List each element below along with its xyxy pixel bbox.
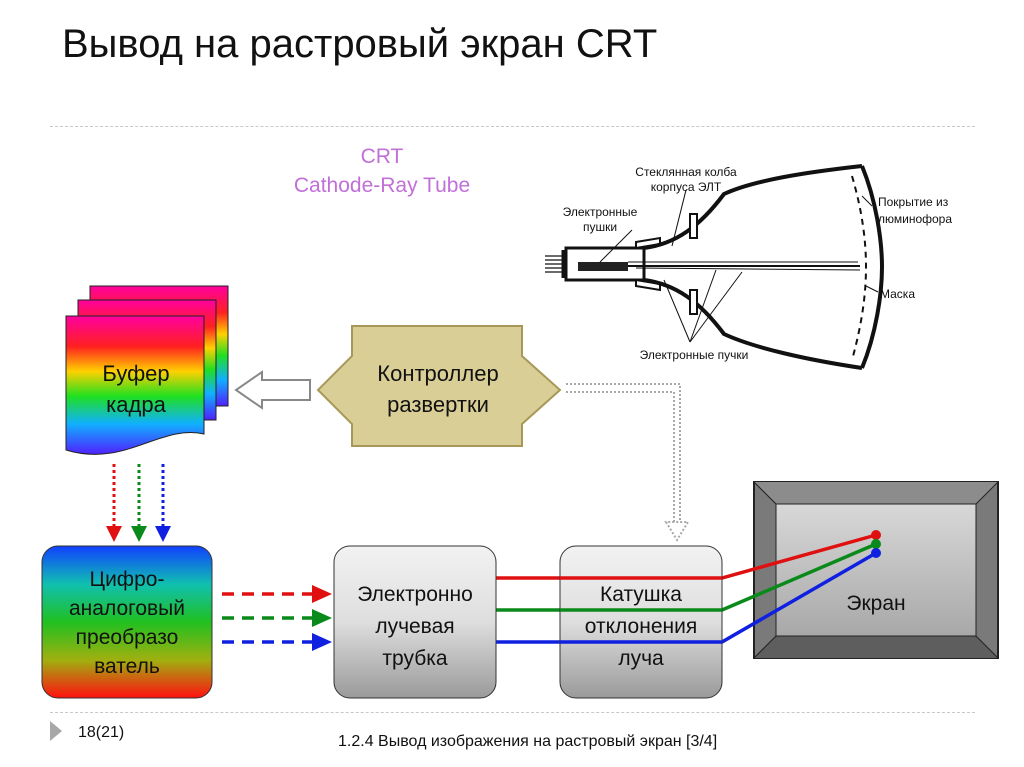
crt-heading-full: Cathode-Ray Tube xyxy=(293,174,471,197)
tube-leaders xyxy=(599,189,879,343)
tube-block: Электронно лучевая трубка xyxy=(333,545,497,699)
tube-label-3: трубка xyxy=(382,647,447,670)
dac-to-tube-arrows xyxy=(222,585,332,651)
crt-heading-abbr: CRT xyxy=(360,145,404,168)
label-coating-2: люминофора xyxy=(878,212,952,226)
dac-block: Цифро- аналоговый преобразо ватель xyxy=(41,545,213,699)
tube-label-2: лучевая xyxy=(375,615,454,638)
coil-label-2: отклонения xyxy=(585,615,697,638)
controller-to-coil-path xyxy=(566,383,690,542)
coil-label-1: Катушка xyxy=(600,583,682,606)
controller-to-buffer-arrow xyxy=(234,370,311,410)
red-beam-dot xyxy=(871,530,881,540)
page-counter: 18(21) xyxy=(78,724,125,741)
label-coating-1: Покрытие из xyxy=(878,195,949,209)
coil-block: Катушка отклонения луча xyxy=(559,545,723,699)
green-beam-dot xyxy=(871,539,881,549)
bottom-divider xyxy=(50,712,975,713)
dac-label-4: ватель xyxy=(94,655,160,678)
blue-beam-dot xyxy=(871,548,881,558)
label-guns-2: пушки xyxy=(583,220,617,234)
label-mask: Маска xyxy=(880,287,915,301)
frame-buffer-label-2: кадра xyxy=(106,392,166,417)
dac-label-2: аналоговый xyxy=(69,597,185,620)
electron-gun xyxy=(578,262,628,271)
dac-label-1: Цифро- xyxy=(90,568,165,591)
dac-label-3: преобразо xyxy=(76,626,179,649)
controller-label-2: развертки xyxy=(387,392,489,417)
crt-tube-drawing: Стеклянная колба корпуса ЭЛТ Электронные… xyxy=(545,164,952,370)
frame-buffer-label-1: Буфер xyxy=(102,361,169,386)
section-caption: 1.2.4 Вывод изображения на растровый экр… xyxy=(338,733,718,750)
crt-heading: CRT Cathode-Ray Tube xyxy=(262,142,502,200)
controller-label-1: Контроллер xyxy=(377,361,498,386)
screen-block: Экран xyxy=(753,481,999,659)
label-glass-1: Стеклянная колба xyxy=(635,165,737,179)
coil-label-3: луча xyxy=(618,647,664,670)
controller-block: Контроллер развертки xyxy=(316,325,562,447)
triangle-right-icon[interactable] xyxy=(50,721,62,741)
tube-label-1: Электронно xyxy=(357,583,473,606)
screen-label: Экран xyxy=(846,592,905,615)
buffer-to-dac-arrows xyxy=(106,464,171,542)
label-glass-2: корпуса ЭЛТ xyxy=(651,180,722,194)
top-divider xyxy=(50,126,975,127)
label-guns-1: Электронные xyxy=(563,205,638,219)
label-beams: Электронные пучки xyxy=(640,348,749,362)
page-title: Вывод на растровый экран CRT xyxy=(62,22,658,66)
frame-buffer-block: Буфер кадра xyxy=(65,285,229,455)
